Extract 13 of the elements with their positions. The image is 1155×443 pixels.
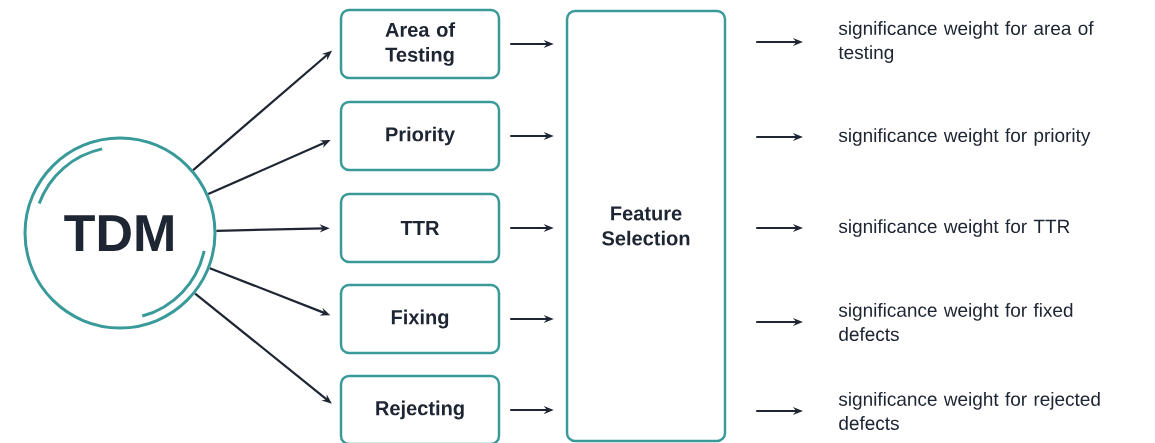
process-box: TTR xyxy=(339,192,501,264)
output-text: significance weight for rejected defects xyxy=(838,392,1100,430)
output-text: significance weight for area of testing xyxy=(838,21,1094,63)
circle-node: TDM xyxy=(23,136,217,330)
process-box: Priority xyxy=(339,100,501,172)
process-box: Fixing xyxy=(339,283,501,355)
output-text: significance weight for fixed defects xyxy=(838,303,1073,341)
output-text: significance weight for priority xyxy=(838,128,1091,146)
output-text: significance weight for TTR xyxy=(838,219,1070,237)
process-box: Area of Testing xyxy=(339,8,501,80)
feature-box: Feature Selection xyxy=(565,9,727,443)
process-box: Rejecting xyxy=(339,374,501,443)
arrow xyxy=(194,292,332,404)
